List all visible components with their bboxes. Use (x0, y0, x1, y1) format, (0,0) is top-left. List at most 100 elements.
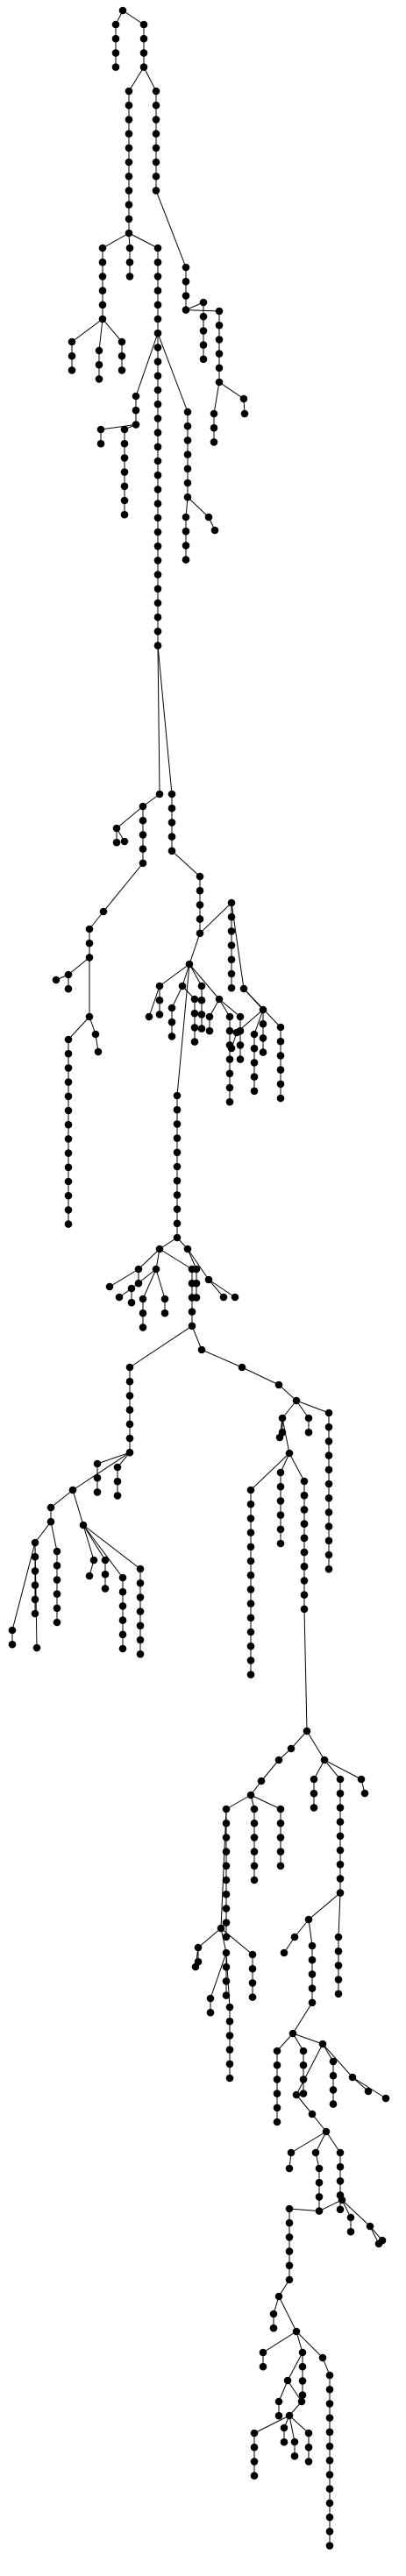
tree-node (348, 2073, 357, 2082)
tree-node (222, 1805, 231, 1813)
tree-node (227, 927, 236, 935)
tree-node (222, 1876, 231, 1884)
tree-node (250, 2458, 259, 2466)
tree-node (120, 454, 129, 462)
tree-node (64, 1149, 73, 1157)
tree-node (199, 327, 208, 335)
tree-node (93, 1488, 102, 1496)
tree-node (300, 1506, 309, 1514)
tree-node (125, 229, 133, 238)
tree-node (132, 406, 140, 415)
tree-node (378, 2236, 387, 2245)
tree-node (125, 273, 134, 280)
tree-edge (128, 67, 145, 92)
tree-node (215, 378, 224, 387)
tree-node (183, 465, 192, 473)
tree-node (155, 996, 164, 1004)
tree-node (173, 1091, 182, 1100)
tree-edge (159, 1248, 193, 1270)
tree-node (98, 315, 107, 323)
tree-node (329, 2100, 338, 2108)
tree-edge (189, 963, 203, 987)
tree-node (153, 557, 162, 564)
tree-edge (189, 933, 201, 965)
tree-node (300, 1534, 309, 1543)
tree-node (196, 886, 204, 895)
tree-node (238, 1363, 246, 1372)
tree-edge (338, 1892, 341, 1938)
tree-node (336, 1846, 345, 1855)
tree-node (85, 925, 94, 933)
tree-node (336, 1789, 345, 1798)
tree-edge (276, 2033, 294, 2052)
tree-edge (288, 2208, 320, 2212)
tree-node (64, 1049, 73, 1058)
tree-node (155, 982, 164, 990)
tree-node (250, 1876, 259, 1884)
tree-node (219, 1293, 228, 1302)
tree-node (239, 394, 248, 403)
tree-node (153, 542, 162, 550)
tree-node (250, 1030, 259, 1039)
tree-node (125, 215, 133, 224)
tree-node (111, 63, 120, 71)
tree-node (182, 556, 190, 564)
tree-node (125, 1406, 134, 1414)
tree-node (250, 2429, 259, 2438)
tree-edge (157, 645, 173, 795)
tree-edge (197, 1927, 222, 1948)
tree-node (248, 1950, 257, 1959)
tree-node (64, 1220, 73, 1228)
tree-node (287, 2148, 296, 2157)
tree-node (197, 982, 206, 990)
tree-node (118, 1616, 127, 1624)
tree-node (280, 2438, 288, 2446)
tree-node (278, 1414, 287, 1423)
tree-node (125, 244, 134, 252)
tree-node (300, 1477, 309, 1486)
tree-node (125, 1377, 134, 1386)
tree-node (139, 1295, 147, 1303)
tree-node (139, 845, 147, 853)
tree-node (325, 2385, 334, 2394)
tree-node (324, 1409, 333, 1417)
tree-node (246, 1571, 255, 1579)
tree-node (199, 312, 208, 321)
tree-edge (128, 232, 159, 249)
tree-node (325, 2414, 334, 2422)
tree-node (190, 1038, 199, 1046)
tree-node (259, 1034, 267, 1042)
tree-edge (157, 333, 189, 413)
tree-node (225, 2017, 234, 2026)
tree-edge (250, 1452, 290, 1491)
tree-node (227, 912, 236, 921)
tree-edge (122, 10, 145, 25)
tree-node (276, 1819, 285, 1827)
tree-node (225, 1097, 234, 1106)
tree-node (246, 1515, 255, 1522)
tree-node (64, 1206, 73, 1214)
tree-node (324, 1423, 333, 1431)
tree-node (320, 1756, 329, 1764)
tree-node (183, 451, 192, 458)
tree-node (215, 336, 224, 344)
tree-node (346, 2213, 355, 2222)
tree-node (310, 1804, 318, 1812)
tree-node (191, 1962, 200, 1971)
tree-node (322, 2127, 331, 2136)
tree-node (173, 1148, 182, 1157)
tree-node (324, 1522, 333, 1530)
tree-node (329, 2086, 338, 2094)
tree-node (290, 2438, 299, 2446)
tree-node (173, 1176, 182, 1185)
tree-node (236, 1012, 245, 1021)
tree-node (227, 898, 236, 907)
tree-edge (278, 2296, 297, 2332)
tree-edge (82, 1524, 106, 1561)
tree-node (246, 1628, 255, 1636)
tree-edge (155, 190, 187, 268)
tree-node (310, 1775, 318, 1784)
tree-node (32, 1643, 41, 1652)
tree-node (222, 1862, 231, 1870)
tree-node (315, 2193, 324, 2201)
